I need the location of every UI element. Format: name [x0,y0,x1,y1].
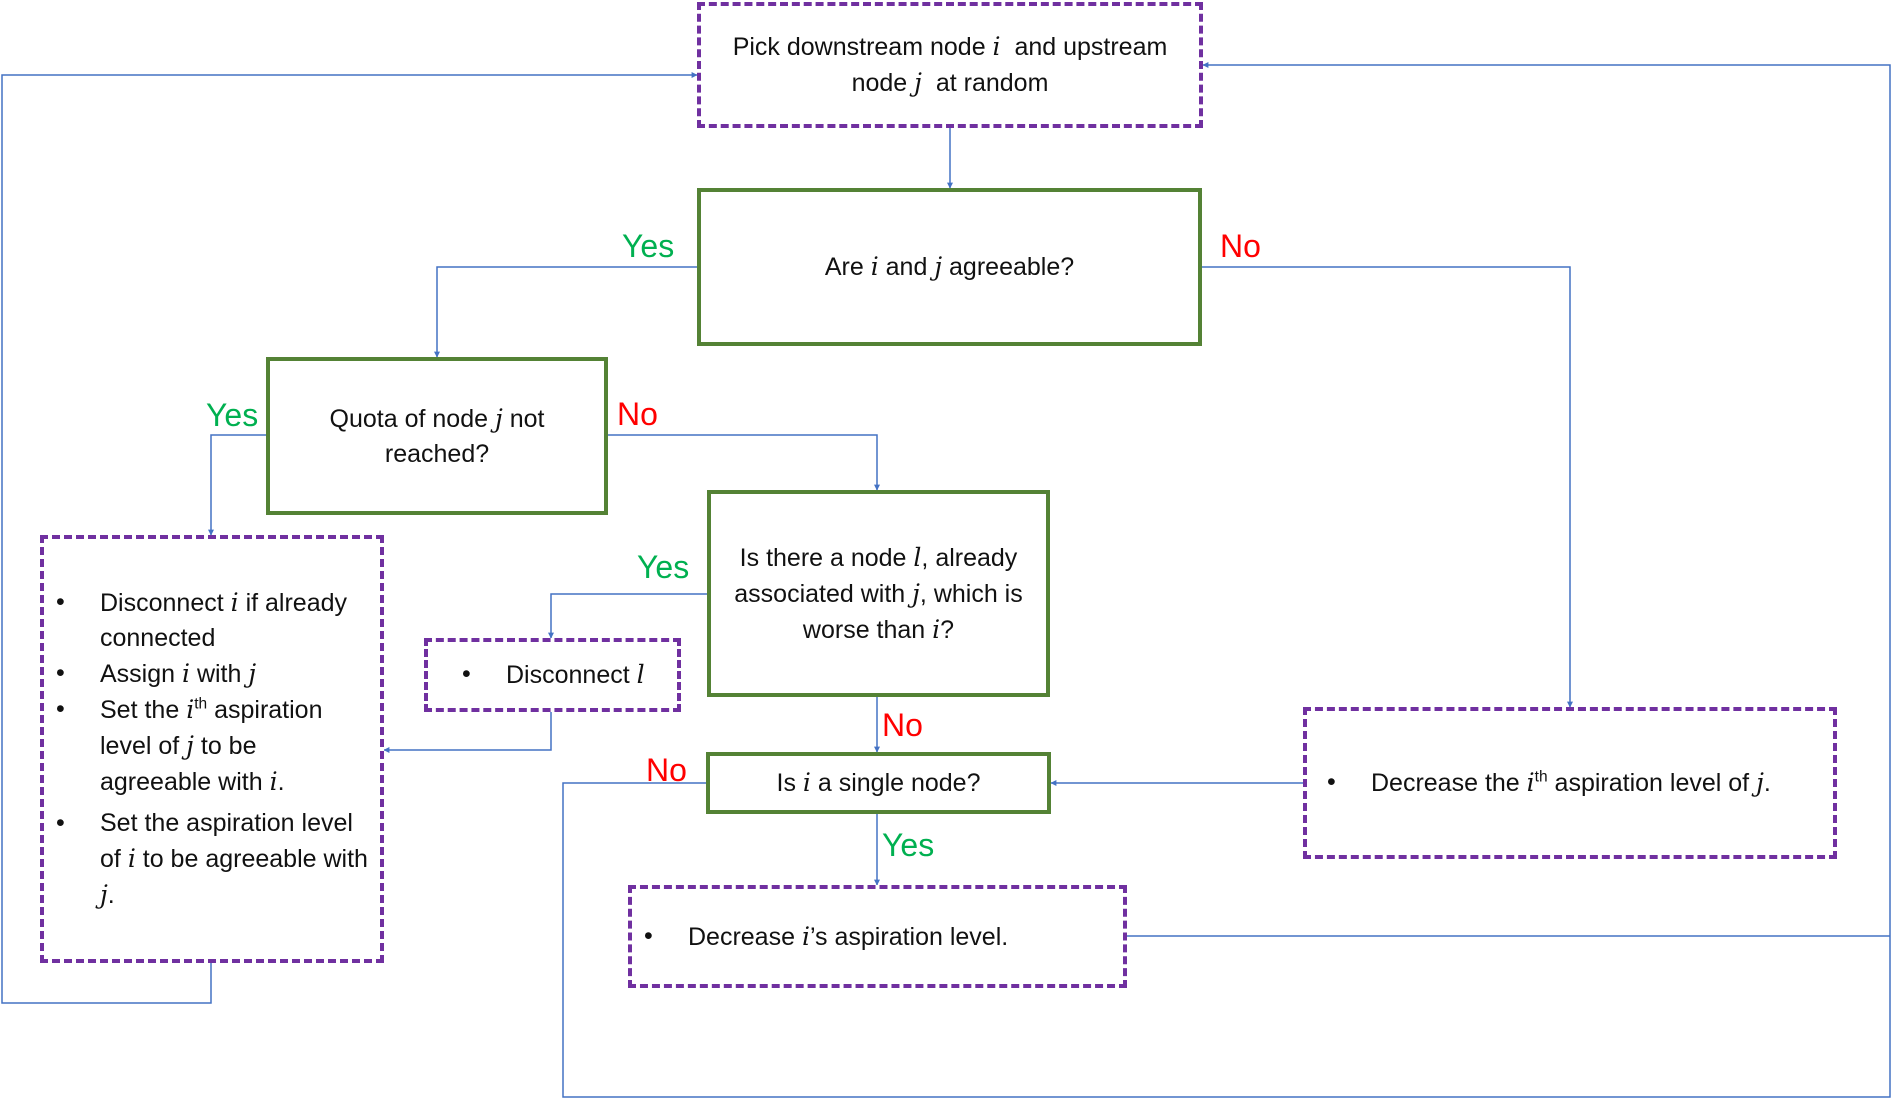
list-item: Disconnect i if already connected [56,585,368,656]
superscript: th [194,695,208,713]
worse-node-text: Is there a node l, already associated wi… [711,540,1046,648]
var-j: j [100,880,108,909]
no-label-single: No [646,752,687,788]
single-text-part: Is [776,769,796,797]
step-text: . [1763,769,1771,797]
var-i: i [127,844,136,873]
pick-text-part: at random [921,69,1049,97]
step-text: with [196,660,242,688]
single-node-decision-box: Is i a single node? [706,752,1051,814]
var-j: j [248,659,257,688]
step-text: to be agreeable with [100,732,263,796]
node-l-text-part: , already associated with [734,543,1018,608]
step-text: Decrease the [1371,769,1520,797]
list-item: Set the aspiration level of i to be agre… [56,806,368,913]
list-item: Assign i with j [56,656,368,692]
step-text: Disconnect [100,589,224,617]
arrow-agree-yes-to-quota [434,266,697,358]
step-text: Disconnect [506,661,630,689]
arrow-quota-no-to-node-l [608,434,880,491]
agreeable-decision-box: Are i and j agreeable? [697,188,1202,346]
pick-nodes-text: Pick downstream node i and upstream node… [733,29,1168,101]
assign-steps-list: Disconnect i if already connected Assign… [44,585,380,913]
arrow-assign-loop-to-pick [1,72,698,1004]
agreeable-text: Are i and j agreeable? [825,249,1074,285]
single-text-part: a single node? [817,769,981,797]
node-l-text-part: Is there a node [739,543,907,572]
var-i: i [186,695,195,724]
pick-nodes-box: Pick downstream node i and upstream node… [697,2,1203,128]
step-text: Decrease [688,922,795,951]
quota-text-part: Quota of node [329,404,489,433]
step-text: ’s aspiration level. [809,922,1009,951]
var-j: j [912,578,920,608]
agree-text-part: agreeable? [949,253,1075,281]
step-text: aspiration level of [1554,769,1750,797]
step-text: . [107,881,115,909]
var-i: i [992,32,1001,61]
var-l: l [636,660,645,689]
agree-text-part: and [885,253,928,281]
assign-process-box: Disconnect i if already connected Assign… [40,535,384,963]
arrow-disconnect-l-to-assign [383,712,552,753]
var-l: l [913,542,922,572]
pick-text-part: node [851,69,908,97]
var-i: i [932,614,941,644]
step-text: Assign [100,660,176,688]
no-label-agree: No [1220,228,1261,264]
arrow-quota-yes-to-assign [208,434,266,536]
no-label-quota: No [617,396,658,432]
agree-text-part: Are [824,253,864,281]
node-l-text-part: , which is worse than [802,579,1023,644]
list-item: Disconnect l [462,657,645,693]
var-i: i [230,588,239,617]
worse-node-decision-box: Is there a node l, already associated wi… [707,490,1050,697]
step-text: . [277,768,285,796]
decrease-i-aspiration-box: Decrease i’s aspiration level. [628,885,1127,988]
yes-label-agree: Yes [622,228,675,264]
step-text: if already connected [100,589,348,652]
var-i: i [801,921,810,951]
list-item: Decrease the ith aspiration level of j. [1327,765,1771,801]
decrease-ith-aspiration-box: Decrease the ith aspiration level of j. [1303,707,1837,859]
yes-label-quota: Yes [206,397,259,433]
pick-text-part: Pick downstream node [732,33,986,61]
var-i: i [802,768,811,797]
node-l-text-part: ? [940,615,955,644]
var-i: i [1526,768,1535,797]
var-i: i [870,252,879,281]
quota-text-part: not reached? [384,404,545,468]
list-item: Set the ith aspiration level of j to be … [56,692,368,800]
arrow-agree-no-to-decrease-j [1202,266,1573,708]
var-j: j [934,252,943,281]
var-i: i [269,767,278,796]
quota-decision-box: Quota of node j not reached? [266,357,608,515]
step-text: Set the aspiration level of [100,809,353,873]
single-node-text: Is i a single node? [777,765,981,801]
quota-text: Quota of node j not reached? [270,401,604,472]
step-text: Set the [100,696,180,724]
arrow-node-l-yes-to-disconnect-l [548,593,707,639]
no-label-node-l: No [882,707,923,743]
decrease-j-list: Decrease the ith aspiration level of j. [1307,765,1771,801]
list-item: Decrease i’s aspiration level. [644,919,1009,955]
superscript: th [1534,768,1548,786]
var-j: j [914,68,922,97]
yes-label-node-l: Yes [637,549,690,585]
decrease-i-list: Decrease i’s aspiration level. [632,919,1008,955]
arrow-single-no-loop-to-pick [562,62,1891,1098]
yes-label-single: Yes [882,827,935,863]
step-text: aspiration level of [100,696,323,760]
var-j: j [186,731,194,760]
pick-text-part: and upstream [1000,33,1168,61]
var-j: j [1756,768,1764,797]
step-text: to be agreeable with [142,845,368,873]
var-i: i [182,659,190,688]
var-j: j [494,403,503,433]
disconnect-l-box: Disconnect l [424,638,681,712]
disconnect-l-list: Disconnect l [428,657,645,693]
